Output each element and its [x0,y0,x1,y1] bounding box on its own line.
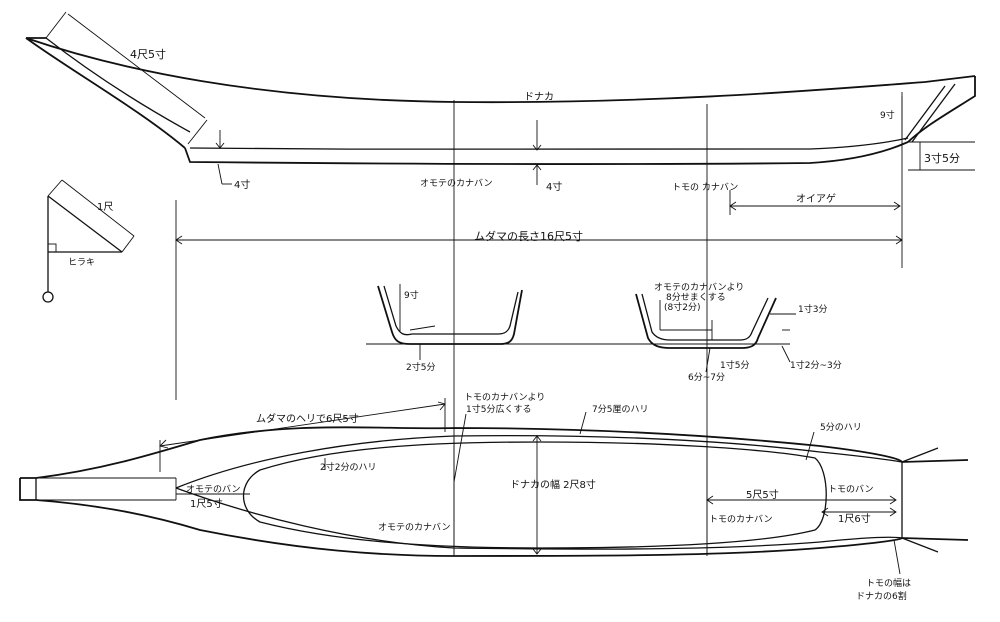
donaka-label: ドナカ [524,91,554,103]
tomo-kanaban-label: トモの カナバン [672,182,738,193]
stern-depth-label: 9寸 [880,109,895,121]
svg-text:ムダマのヘリで6尺5寸: ムダマのヘリで6尺5寸 [256,412,359,425]
stern-rise-label: 3寸5分 [924,151,960,165]
angle-length-label: 1尺 [97,201,113,213]
svg-text:1寸2分~3分: 1寸2分~3分 [790,359,842,371]
svg-text:トモの幅は: トモの幅は [866,577,911,589]
left-section [377,285,523,345]
svg-text:5分のハリ: 5分のハリ [820,422,862,433]
svg-text:オモテのカナバンより: オモテのカナバンより [654,282,744,293]
plan-inner-hull [175,434,903,489]
bow-4sun-label: 4寸 [234,178,250,191]
svg-text:オモテのバン: オモテのバン [186,484,240,495]
svg-text:トモのカナバンより: トモのカナバンより [464,392,545,403]
total-length-label: ムダマの長さ16尺5寸 [474,229,583,243]
side-view: 4尺5寸 ドナカ 9寸 3寸5分 4寸 4寸 オモテのカナバン トモの カナバン [25,11,976,556]
svg-text:トモのバン: トモのバン [828,484,873,495]
svg-text:ドナカの6割: ドナカの6割 [856,590,907,602]
side-bottom-inner [189,137,909,151]
side-stern-inner-2 [911,83,956,143]
svg-text:9寸: 9寸 [404,289,419,301]
svg-text:(8寸2分): (8寸2分) [664,301,700,313]
plan-view: ムダマのヘリで6尺5寸 トモのカナバンより 1寸5分広くする 7分5厘のハリ 5… [19,392,969,602]
svg-text:1尺5寸: 1尺5寸 [190,497,223,510]
svg-text:オモテのカナバン: オモテのカナバン [378,522,450,533]
side-bottom [184,141,909,165]
svg-text:7分5厘のハリ: 7分5厘のハリ [592,404,648,415]
hiraki-label: ヒラキ [68,257,95,268]
svg-text:1寸5分広くする: 1寸5分広くする [466,403,531,415]
svg-text:1寸5分: 1寸5分 [720,359,749,371]
side-gunwale-inner [45,37,191,133]
side-bow-lower [25,37,186,149]
svg-text:8分せまくする: 8分せまくする [666,292,726,303]
svg-text:6分~7分: 6分~7分 [688,372,725,383]
side-stern [907,76,976,143]
svg-text:トモのカナバン: トモのカナバン [709,514,772,525]
right-section [635,293,777,349]
plan-outer-hull [20,426,969,479]
omote-kanaban-label: オモテのカナバン [420,178,492,189]
svg-text:1寸3分: 1寸3分 [798,303,827,315]
plan-floor [243,441,827,549]
svg-text:2寸2分のハリ: 2寸2分のハリ [320,461,376,473]
sections: 9寸 2寸5分 オモテのカナバンより 8分せまくする (8寸2分) 1寸3分 1… [366,282,842,383]
svg-text:5尺5寸: 5尺5寸 [746,488,779,501]
svg-text:1尺6寸: 1尺6寸 [838,512,871,525]
svg-text:2寸5分: 2寸5分 [406,361,435,373]
side-stern-inner [904,85,946,141]
side-gunwale [25,37,976,104]
mid-4sun-label: 4寸 [546,180,562,193]
bow-dim-line [67,13,206,119]
donaka-width-label: ドナカの幅 2尺8寸 [510,478,596,491]
bow-length-label: 4尺5寸 [130,47,166,61]
oiage-label: オイアゲ [796,193,836,205]
angle-detail: 1尺 ヒラキ [42,179,135,303]
hull-edge-dim [159,403,446,447]
plumb-bob [42,291,54,303]
